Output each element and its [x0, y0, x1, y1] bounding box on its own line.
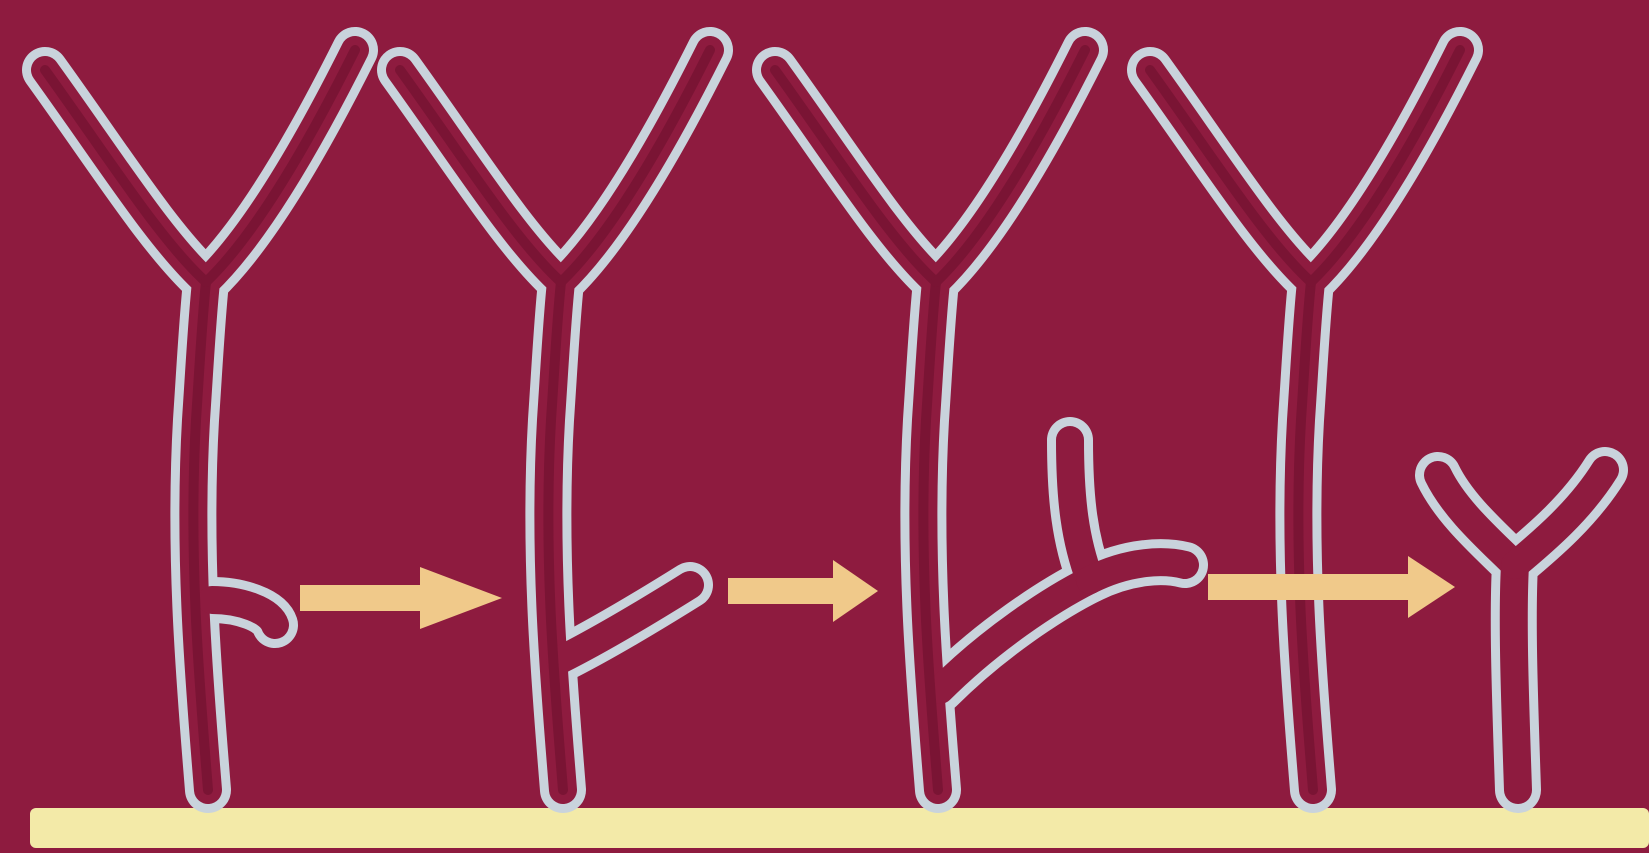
substrate-base	[30, 808, 1649, 848]
hydra-stage-4	[1150, 50, 1460, 790]
arrow-1	[300, 567, 502, 629]
hydra-stage-3	[775, 50, 1185, 790]
hydra-stage-1	[45, 50, 355, 790]
hydra-offspring	[1438, 470, 1605, 790]
arrow-2	[728, 560, 878, 622]
arrow-3	[1208, 556, 1455, 618]
hydra-stage-2	[400, 50, 710, 790]
